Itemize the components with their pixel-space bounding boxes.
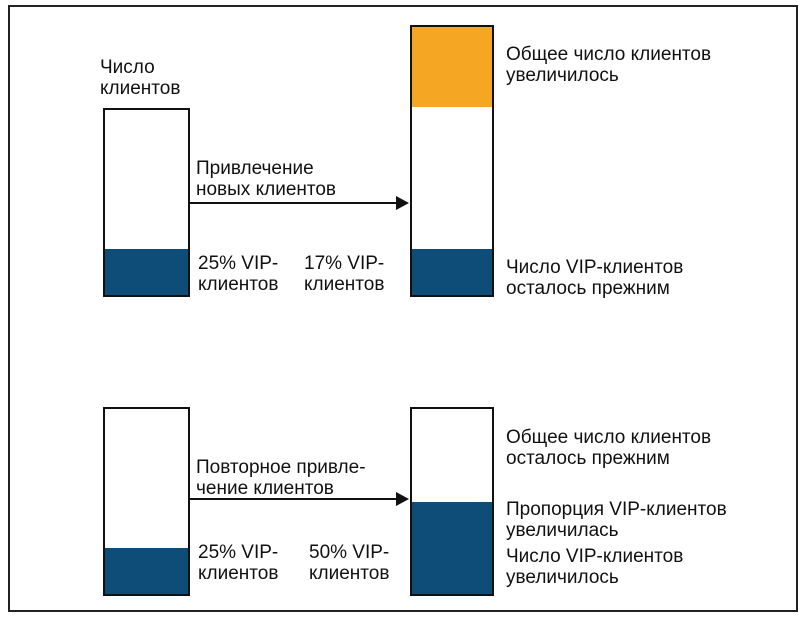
top-arrow-line	[190, 202, 398, 204]
bottom-left-bar	[103, 407, 190, 596]
bottom-arrow-head	[396, 492, 409, 506]
bottom-left-vip-segment	[105, 547, 188, 594]
bottom-left-vip-percent: 25% VIP- клиентов	[198, 542, 279, 584]
bottom-vip-count-increased-note: Число VIP-клиентов увеличилось	[506, 546, 684, 588]
bottom-right-bar	[410, 407, 494, 596]
top-right-vip-percent: 17% VIP- клиентов	[304, 253, 385, 295]
top-arrow-head	[396, 196, 409, 210]
top-arrow-label: Привлечение новых клиентов	[196, 158, 337, 200]
bottom-right-vip-segment	[412, 501, 492, 594]
top-right-vip-segment	[412, 249, 492, 295]
client-count-label: Число клиентов	[100, 57, 181, 99]
diagram-frame	[8, 5, 798, 612]
bottom-vip-share-increased-note: Пропорция VIP-клиентов увеличилась	[506, 499, 727, 541]
top-left-vip-percent: 25% VIP- клиентов	[198, 253, 279, 295]
bottom-arrow-label: Повторное привле- чение клиентов	[196, 457, 366, 499]
top-left-bar	[103, 108, 190, 297]
top-vip-unchanged-note: Число VIP-клиентов осталось прежним	[506, 257, 684, 299]
bottom-arrow-line	[190, 498, 398, 500]
top-right-new-clients-segment	[412, 27, 492, 108]
top-left-vip-segment	[105, 248, 188, 295]
top-right-bar	[410, 25, 494, 297]
bottom-right-vip-percent: 50% VIP- клиентов	[309, 542, 390, 584]
top-total-increased-note: Общее число клиентов увеличилось	[506, 44, 712, 86]
bottom-total-unchanged-note: Общее число клиентов осталось прежним	[506, 427, 712, 469]
